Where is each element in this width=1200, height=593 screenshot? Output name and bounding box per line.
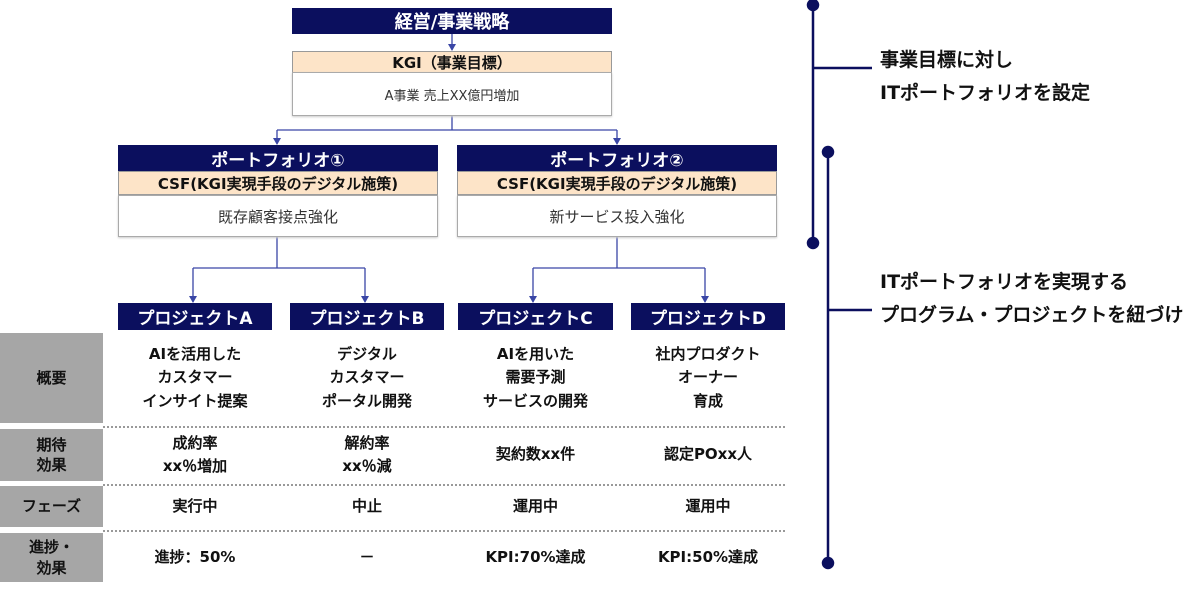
- project-header: プロジェクトB: [290, 303, 444, 330]
- project-effect: 契約数xx件: [495, 445, 576, 464]
- project-header: プロジェクトC: [458, 303, 613, 330]
- project-header: プロジェクトA: [118, 303, 272, 330]
- portfolio-1-body: 既存顧客接点強化: [118, 195, 438, 237]
- row-label-progress: 進捗・ 効果: [0, 533, 103, 582]
- row-label-summary: 概要: [0, 333, 103, 423]
- row-divider: [103, 530, 785, 532]
- project-header: プロジェクトD: [631, 303, 785, 330]
- project-effect: 解約率 xx％減: [342, 433, 392, 475]
- arrow-portfolio2-projects: [532, 237, 706, 302]
- arrow-kgi-portfolios: [276, 116, 618, 144]
- strategy-box: 経営/事業戦略: [292, 8, 612, 34]
- project-summary: 社内プロダクト オーナー 育成: [655, 345, 761, 410]
- portfolio-1-csf: CSF(KGI実現手段のデジタル施策): [118, 171, 438, 195]
- project-effect: 成約率 xx％増加: [162, 433, 228, 475]
- row-divider: [103, 426, 785, 428]
- arrow-portfolio1-projects: [192, 237, 366, 302]
- project-summary: AIを用いた 需要予測 サービスの開発: [482, 345, 588, 410]
- row-label-phase: フェーズ: [0, 486, 103, 527]
- project-phase: 運用中: [685, 496, 731, 515]
- project-phase: 実行中: [172, 496, 218, 515]
- project-summary: デジタル カスタマー ポータル開発: [321, 345, 412, 410]
- bracket-portfolio: [811, 5, 872, 243]
- kgi-body: A事業 売上XX億円増加: [292, 72, 612, 116]
- row-divider: [103, 484, 785, 486]
- project-phase: 運用中: [512, 496, 558, 515]
- project-summary: AIを活用した カスタマー インサイト提案: [142, 345, 248, 410]
- annotation-portfolio: 事業目標に対し ITポートフォリオを設定: [880, 44, 1090, 110]
- project-progress: KPI:50%達成: [657, 547, 759, 566]
- portfolio-2-body: 新サービス投入強化: [457, 195, 777, 237]
- portfolio-1-title: ポートフォリオ①: [118, 145, 438, 171]
- project-progress: －: [359, 547, 375, 566]
- annotation-line: プログラム・プロジェクトを紐づけ: [880, 304, 1184, 326]
- bracket-projects: [826, 152, 872, 563]
- portfolio-2-title: ポートフォリオ②: [457, 145, 777, 171]
- project-progress: 進捗：50%: [154, 547, 236, 566]
- project-effect: 認定POxx人: [663, 445, 753, 464]
- annotation-line: 事業目標に対し: [880, 49, 1014, 71]
- annotation-projects: ITポートフォリオを実現する プログラム・プロジェクトを紐づけ: [880, 266, 1183, 332]
- project-progress: KPI:70%達成: [485, 547, 586, 566]
- kgi-header: KGI（事業目標）: [292, 51, 612, 73]
- annotation-line: ITポートフォリオを設定: [880, 82, 1091, 104]
- row-label-effect: 期待 効果: [0, 429, 103, 481]
- portfolio-2-csf: CSF(KGI実現手段のデジタル施策): [457, 171, 777, 195]
- project-phase: 中止: [351, 496, 382, 515]
- annotation-line: ITポートフォリオを実現する: [880, 271, 1129, 293]
